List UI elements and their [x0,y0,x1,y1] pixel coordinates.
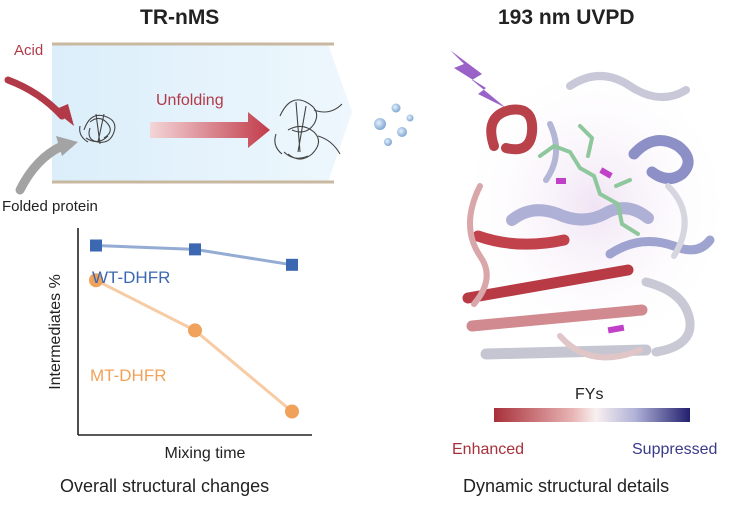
series-line-mt [95,278,293,413]
folded-protein-glyph [79,113,116,145]
colorbar-label: FYs [575,386,604,403]
unfolding-arrow [150,112,270,148]
data-point-mt-1 [89,273,103,288]
unfolded-protein-glyph [274,99,343,160]
left-panel-caption: Overall structural changes [60,476,270,496]
flow-tube-diagram [4,42,414,195]
data-point-wt-1 [90,239,102,252]
intermediates-chart: Intermediates % Mixing time [47,228,312,462]
protein-structure-illustration [450,50,735,361]
suppressed-label: Suppressed [632,441,718,458]
x-axis-label: Mixing time [165,445,246,462]
y-axis-label: Intermediates % [47,274,64,390]
acid-label: Acid [14,42,44,59]
left-panel-title: TR-nMS [140,6,220,29]
right-panel-title: 193 nm UVPD [498,6,635,29]
series-layer [89,239,299,419]
data-point-mt-3 [285,404,299,419]
chart-axes [77,228,312,436]
folded-protein-label: Folded protein [2,198,98,215]
uv-lightning-icon [450,50,506,108]
ligand-highlights [556,167,625,334]
acid-inlet-arrow [4,76,74,126]
enhanced-label: Enhanced [452,441,525,458]
data-point-wt-2 [189,243,201,256]
structure-halo [455,56,735,356]
unfolding-label: Unfolding [156,92,224,109]
wt-series-label: WT-DHFR [92,268,171,287]
fy-colorbar [494,408,690,422]
protein-ribbons [462,72,715,361]
data-point-mt-2 [188,323,202,338]
protein-inlet-arrow [15,136,78,195]
spray-droplets [374,103,414,146]
data-point-wt-3 [286,258,298,271]
right-panel-caption: Dynamic structural details [463,476,670,496]
flow-tube [52,42,352,184]
ligand-sticks [538,124,640,236]
mt-series-label: MT-DHFR [90,366,167,385]
